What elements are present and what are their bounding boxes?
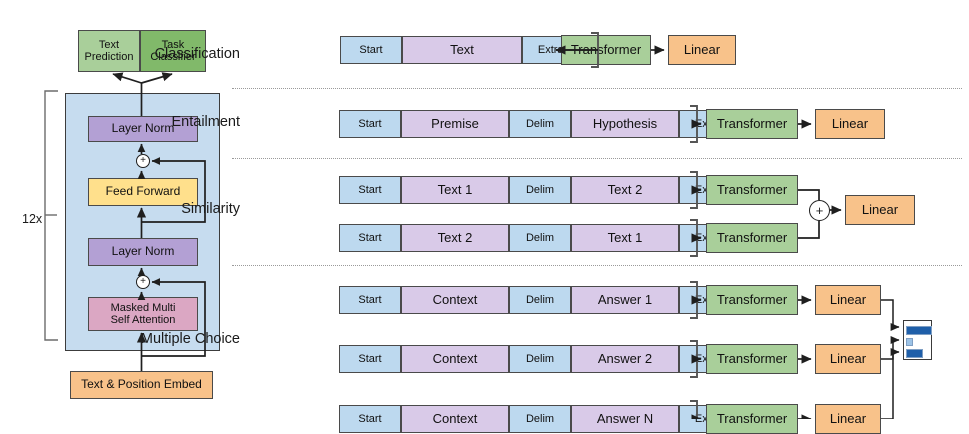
residual-add-upper: + [136, 154, 150, 168]
token-context: Context [401, 286, 509, 314]
choice-score-chart [903, 320, 932, 360]
token-text-2: Text 2 [571, 176, 679, 204]
linear-choice-n: Linear [815, 404, 881, 434]
separator-1 [232, 88, 962, 89]
task-label-classification: Classification [154, 46, 240, 62]
token-start: Start [339, 345, 401, 373]
linear-similarity: Linear [845, 195, 915, 225]
task-classifier-head: Task Classifier [140, 30, 206, 72]
residual-add-lower: + [136, 275, 150, 289]
token-delim: Delim [509, 345, 571, 373]
separator-2 [232, 158, 962, 159]
transformer-choice-n: Transformer [706, 404, 798, 434]
token-delim: Delim [509, 405, 571, 433]
task-label-multiple-choice: Multiple Choice [140, 331, 240, 347]
transformer-entailment: Transformer [706, 109, 798, 139]
linear-choice-2: Linear [815, 344, 881, 374]
transformer-choice-1: Transformer [706, 285, 798, 315]
task-label-similarity: Similarity [181, 201, 240, 217]
separator-3 [232, 265, 962, 266]
layer-norm-bottom: Layer Norm [88, 238, 198, 266]
token-text-1: Text 1 [571, 224, 679, 252]
transformer-classification: Transformer [561, 35, 651, 65]
transformer-similarity-top: Transformer [706, 175, 798, 205]
linear-classification: Linear [668, 35, 736, 65]
token-text-1: Text 1 [401, 176, 509, 204]
task-label-entailment: Entailment [171, 114, 240, 130]
linear-entailment: Linear [815, 109, 885, 139]
token-text-2: Text 2 [401, 224, 509, 252]
layer-norm-top: Layer Norm [88, 116, 198, 142]
token-text: Text [402, 36, 522, 64]
transformer-choice-2: Transformer [706, 344, 798, 374]
figure-canvas: Text Prediction Task Classifier Layer No… [22, 30, 962, 434]
token-start: Start [339, 110, 401, 138]
repeat-12x-label: 12x [22, 212, 43, 226]
token-start: Start [339, 286, 401, 314]
token-answer-2: Answer 2 [571, 345, 679, 373]
linear-choice-1: Linear [815, 285, 881, 315]
token-hypothesis: Hypothesis [571, 110, 679, 138]
token-answer-1: Answer 1 [571, 286, 679, 314]
score-bar-2 [906, 338, 913, 346]
score-bar-1 [906, 326, 932, 335]
token-start: Start [339, 224, 401, 252]
token-premise: Premise [401, 110, 509, 138]
transformer-similarity-bottom: Transformer [706, 223, 798, 253]
text-position-embed: Text & Position Embed [70, 371, 213, 399]
token-delim: Delim [509, 110, 571, 138]
score-bar-3 [906, 349, 923, 358]
token-start: Start [340, 36, 402, 64]
token-delim: Delim [509, 224, 571, 252]
token-delim: Delim [509, 286, 571, 314]
token-start: Start [339, 176, 401, 204]
token-context: Context [401, 405, 509, 433]
token-context: Context [401, 345, 509, 373]
token-answer-n: Answer N [571, 405, 679, 433]
similarity-add: + [809, 200, 830, 221]
token-start: Start [339, 405, 401, 433]
masked-multi-self-attention: Masked Multi Self Attention [88, 297, 198, 331]
token-delim: Delim [509, 176, 571, 204]
text-prediction-head: Text Prediction [78, 30, 140, 72]
